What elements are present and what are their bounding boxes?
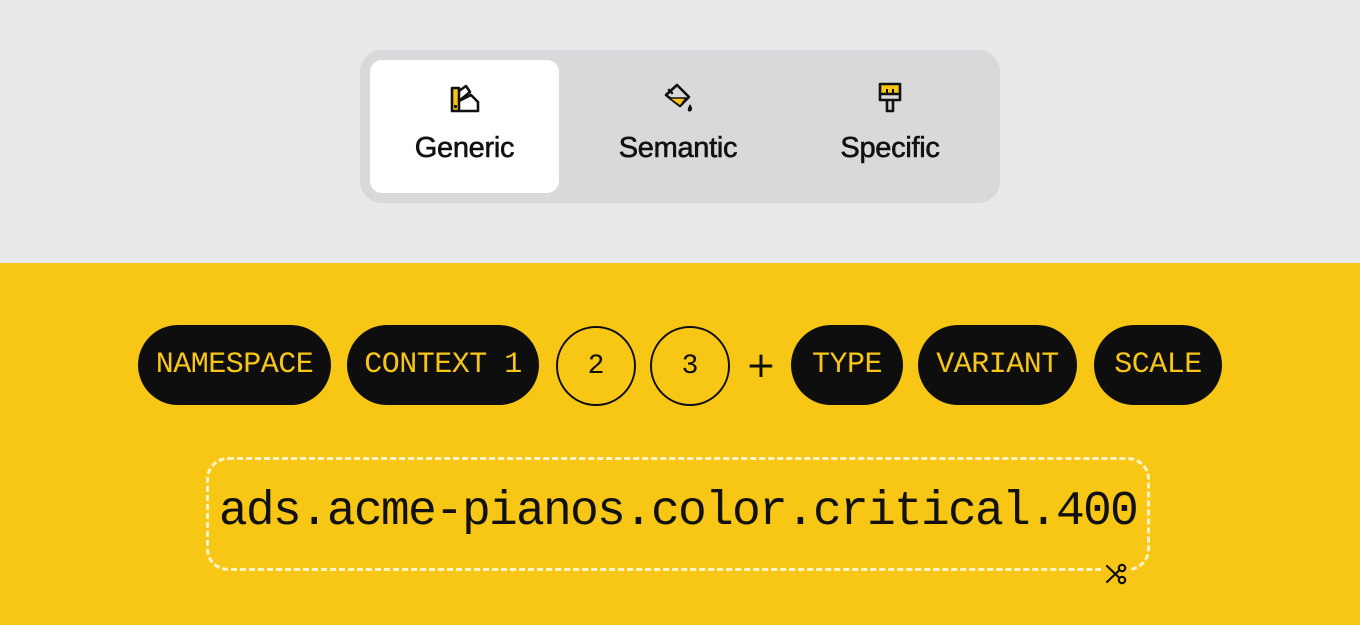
tab-semantic[interactable]: Semantic [578, 60, 778, 193]
tab-switcher: Generic Semantic Specific [360, 50, 1000, 203]
token-name[interactable]: ads.acme-pianos.color.critical.400 [218, 485, 1139, 539]
paint-bucket-icon [664, 83, 693, 112]
segment-type: TYPE [791, 325, 903, 405]
scissors-icon [1101, 560, 1131, 588]
tab-specific[interactable]: Specific [790, 60, 990, 193]
tab-semantic-label: Semantic [618, 132, 738, 165]
swatch-icon [450, 84, 479, 113]
segment-variant: VARIANT [918, 325, 1077, 405]
tab-generic[interactable]: Generic [370, 60, 559, 193]
plus-sign: + [745, 344, 777, 386]
segment-context-2: 2 [556, 326, 636, 406]
segment-namespace: NAMESPACE [138, 325, 331, 405]
token-name-box: ads.acme-pianos.color.critical.400 [206, 457, 1150, 571]
tab-specific-label: Specific [840, 132, 940, 165]
segment-context-1: CONTEXT 1 [347, 325, 539, 405]
paintbrush-icon [878, 82, 902, 113]
tab-generic-label: Generic [414, 132, 515, 165]
segment-scale: SCALE [1094, 325, 1222, 405]
segment-context-3: 3 [650, 326, 730, 406]
